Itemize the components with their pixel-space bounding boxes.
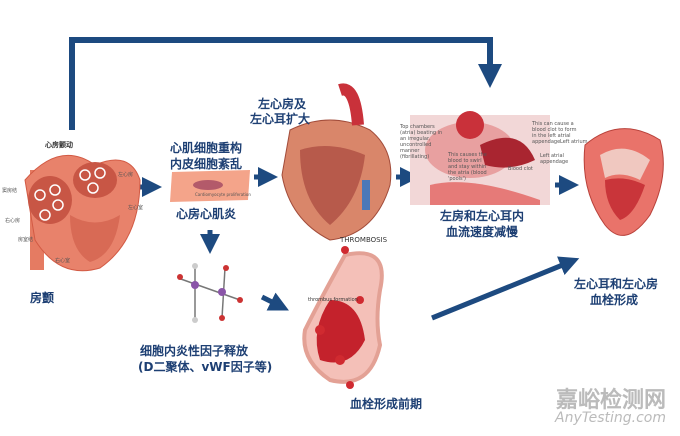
- af-heart-illustration: [24, 154, 141, 272]
- thrombus-heart-illustration: [583, 128, 664, 236]
- af-label: 房颤: [30, 291, 55, 305]
- la-enlarge-line2: 左心耳扩大: [250, 112, 311, 126]
- flow-heart-illustration: [410, 111, 550, 205]
- cell-label: Cardiomyocyte proliferation: [195, 192, 251, 197]
- thrombosis-vessel-illustration: [302, 246, 384, 389]
- label-lv: 左心室: [128, 205, 144, 211]
- flow-note-6: Blood clot: [508, 166, 533, 172]
- slow-flow-line1: 左房和左心耳内: [440, 209, 525, 223]
- label-la: 左心房: [118, 172, 134, 178]
- thrombus-formed-line2: 血栓形成: [590, 293, 639, 307]
- flow-note-4: Left atrial appendage: [540, 153, 569, 165]
- loop-arrow: [69, 37, 502, 130]
- inflammation-line2: (D二聚体、vWF因子等): [138, 360, 273, 374]
- label-av-node: 房室结: [18, 237, 34, 243]
- label-rv: 右心室: [55, 258, 71, 264]
- inflammation-line1: 细胞内炎性因子释放: [140, 344, 249, 358]
- flow-note-2: This causes the blood to swirl and stay …: [448, 152, 487, 182]
- flow-note-1: Top chambers (atria) beating in an irreg…: [400, 124, 443, 160]
- flow-note-3: This can cause a blood clot to form in t…: [532, 121, 577, 145]
- thrombus-formed-line1: 左心耳和左心房: [574, 277, 659, 291]
- watermark-cn: 嘉峪检测网: [555, 388, 666, 413]
- arrow-diag-small: [260, 292, 289, 311]
- remodel-line2: 内皮细胞紊乱: [170, 157, 243, 171]
- af-heart-title: 心房颤动: [45, 141, 73, 149]
- thrombosis-title: THROMBOSIS: [340, 236, 388, 244]
- remodel-line1: 心肌细胞重构: [170, 141, 243, 155]
- watermark-en: AnyTesting.com: [555, 410, 666, 426]
- flow-note-5: Left atrium: [560, 139, 588, 145]
- myocarditis-label: 心房心肌炎: [176, 207, 237, 221]
- la-enlarge-line1: 左心房及: [258, 97, 307, 111]
- thrombus-formation-label: thrombus formation: [308, 297, 358, 303]
- label-ra: 右心房: [5, 218, 21, 224]
- label-sa-node: 窦房结: [2, 188, 18, 194]
- enlarged-heart-illustration: [281, 83, 392, 241]
- arrow-diag-big: [431, 256, 580, 321]
- slow-flow-line2: 血流速度减慢: [446, 225, 519, 239]
- molecule-illustration: [177, 263, 243, 323]
- prethrombus-label: 血栓形成前期: [350, 397, 423, 411]
